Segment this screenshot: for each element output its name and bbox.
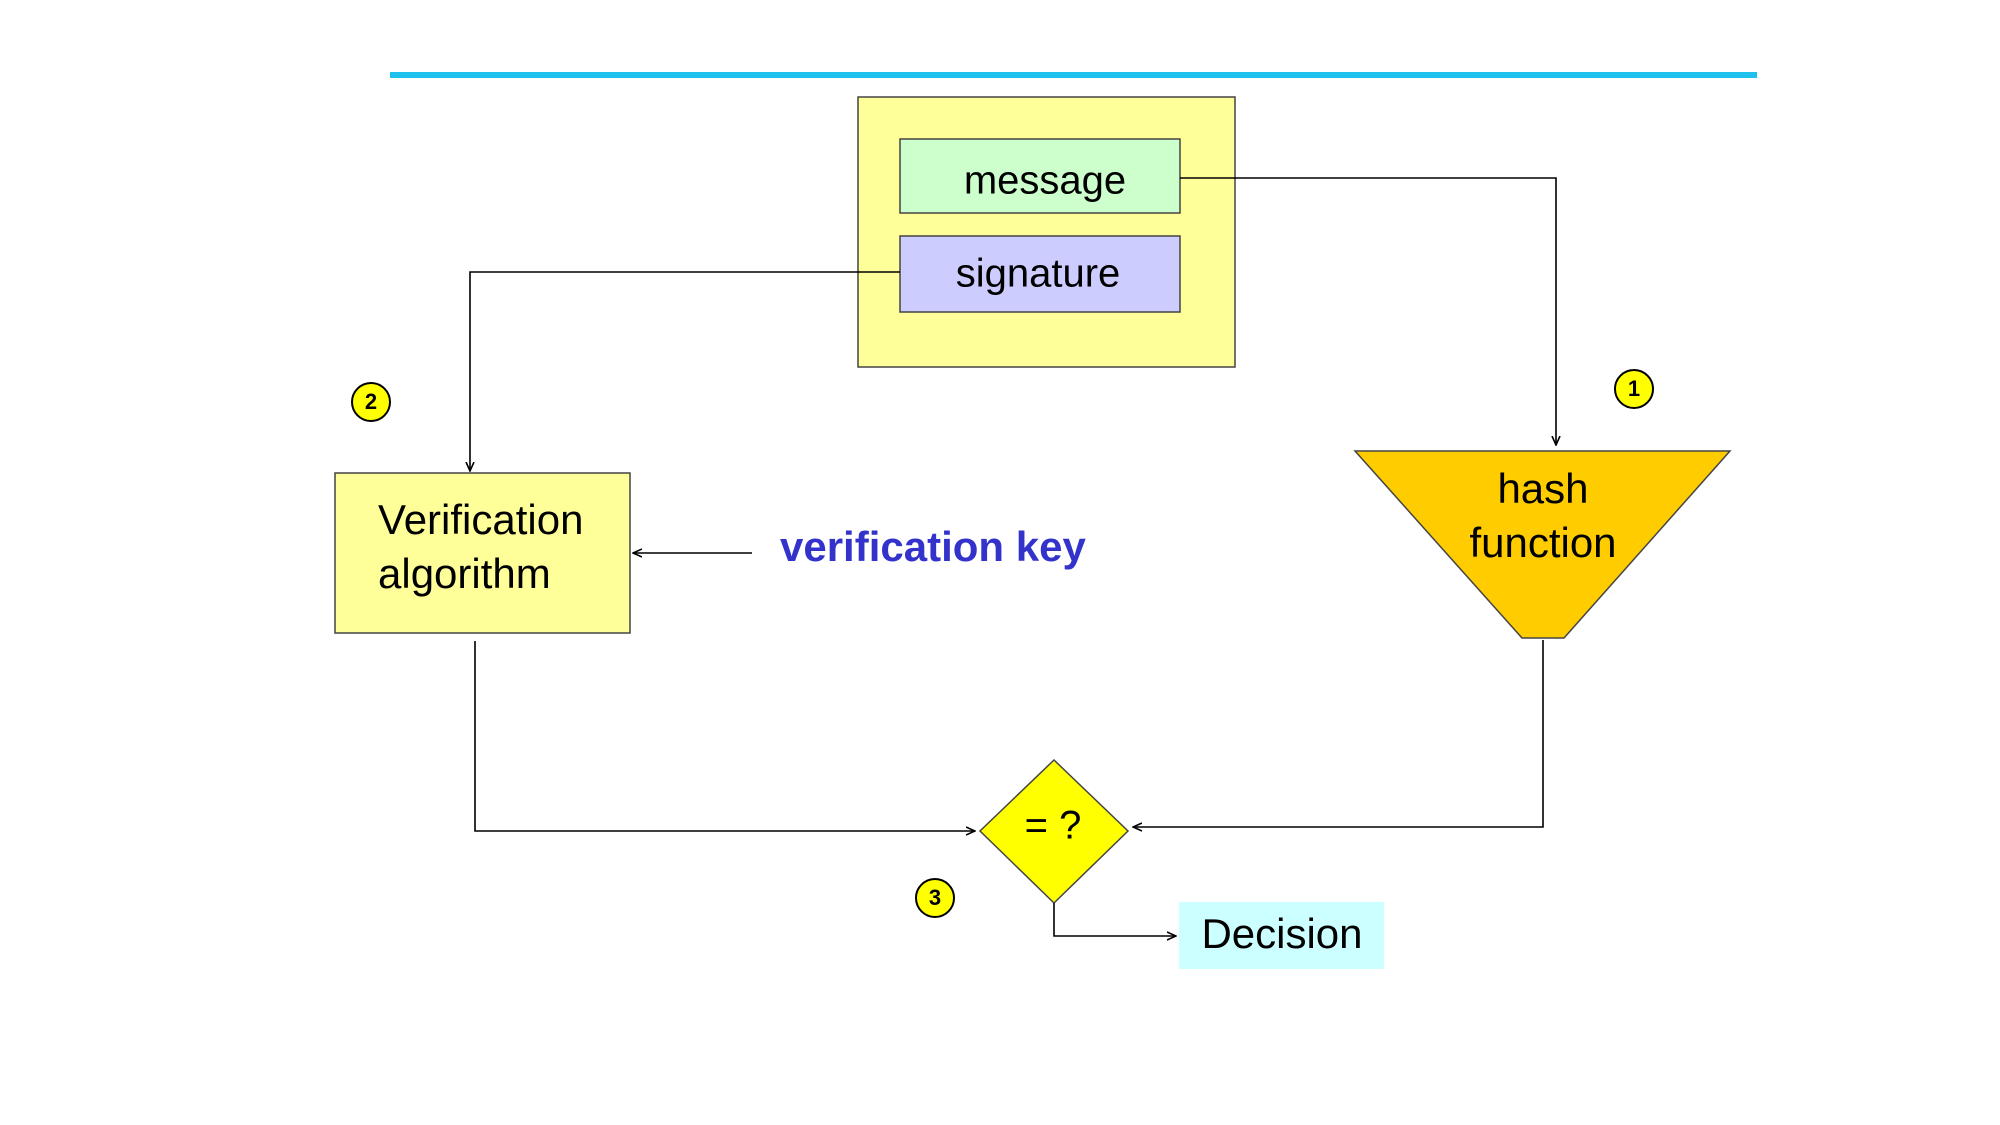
comparison-label: = ? — [1025, 804, 1082, 848]
signed-message-container — [857, 96, 1236, 368]
decision-label: Decision — [1201, 910, 1362, 957]
connector-compare-to-decision — [1053, 903, 1176, 936]
connector-hash-to-compare — [1133, 640, 1544, 827]
step-badge-2-number: 2 — [365, 389, 377, 414]
step-badge-3: 3 — [915, 878, 955, 918]
hash-function-label-line1: hash — [1497, 465, 1588, 512]
message-box: message — [899, 138, 1181, 214]
connector-message-to-hash — [1180, 177, 1556, 445]
step-badge-3-number: 3 — [929, 885, 941, 910]
signature-label: signature — [956, 252, 1121, 296]
comparison-diamond: = ? — [978, 758, 1130, 905]
message-label: message — [964, 159, 1126, 203]
hash-function-label-line2: function — [1469, 519, 1616, 566]
signature-box: signature — [899, 235, 1181, 313]
step-badge-1-number: 1 — [1628, 376, 1640, 401]
step-badge-2: 2 — [351, 382, 391, 422]
verification-algorithm-label-line1: Verification — [378, 496, 583, 543]
step-badge-1: 1 — [1614, 369, 1654, 409]
verification-algorithm-box: Verification algorithm — [334, 472, 631, 634]
connector-signature-to-verification — [470, 271, 900, 471]
verification-key-label: verification key — [780, 523, 1086, 570]
verification-algorithm-label-line2: algorithm — [378, 550, 551, 597]
connector-verification-to-compare — [474, 641, 975, 831]
decision-box: Decision — [1179, 902, 1384, 969]
hash-function-funnel: hash function — [1353, 450, 1732, 639]
